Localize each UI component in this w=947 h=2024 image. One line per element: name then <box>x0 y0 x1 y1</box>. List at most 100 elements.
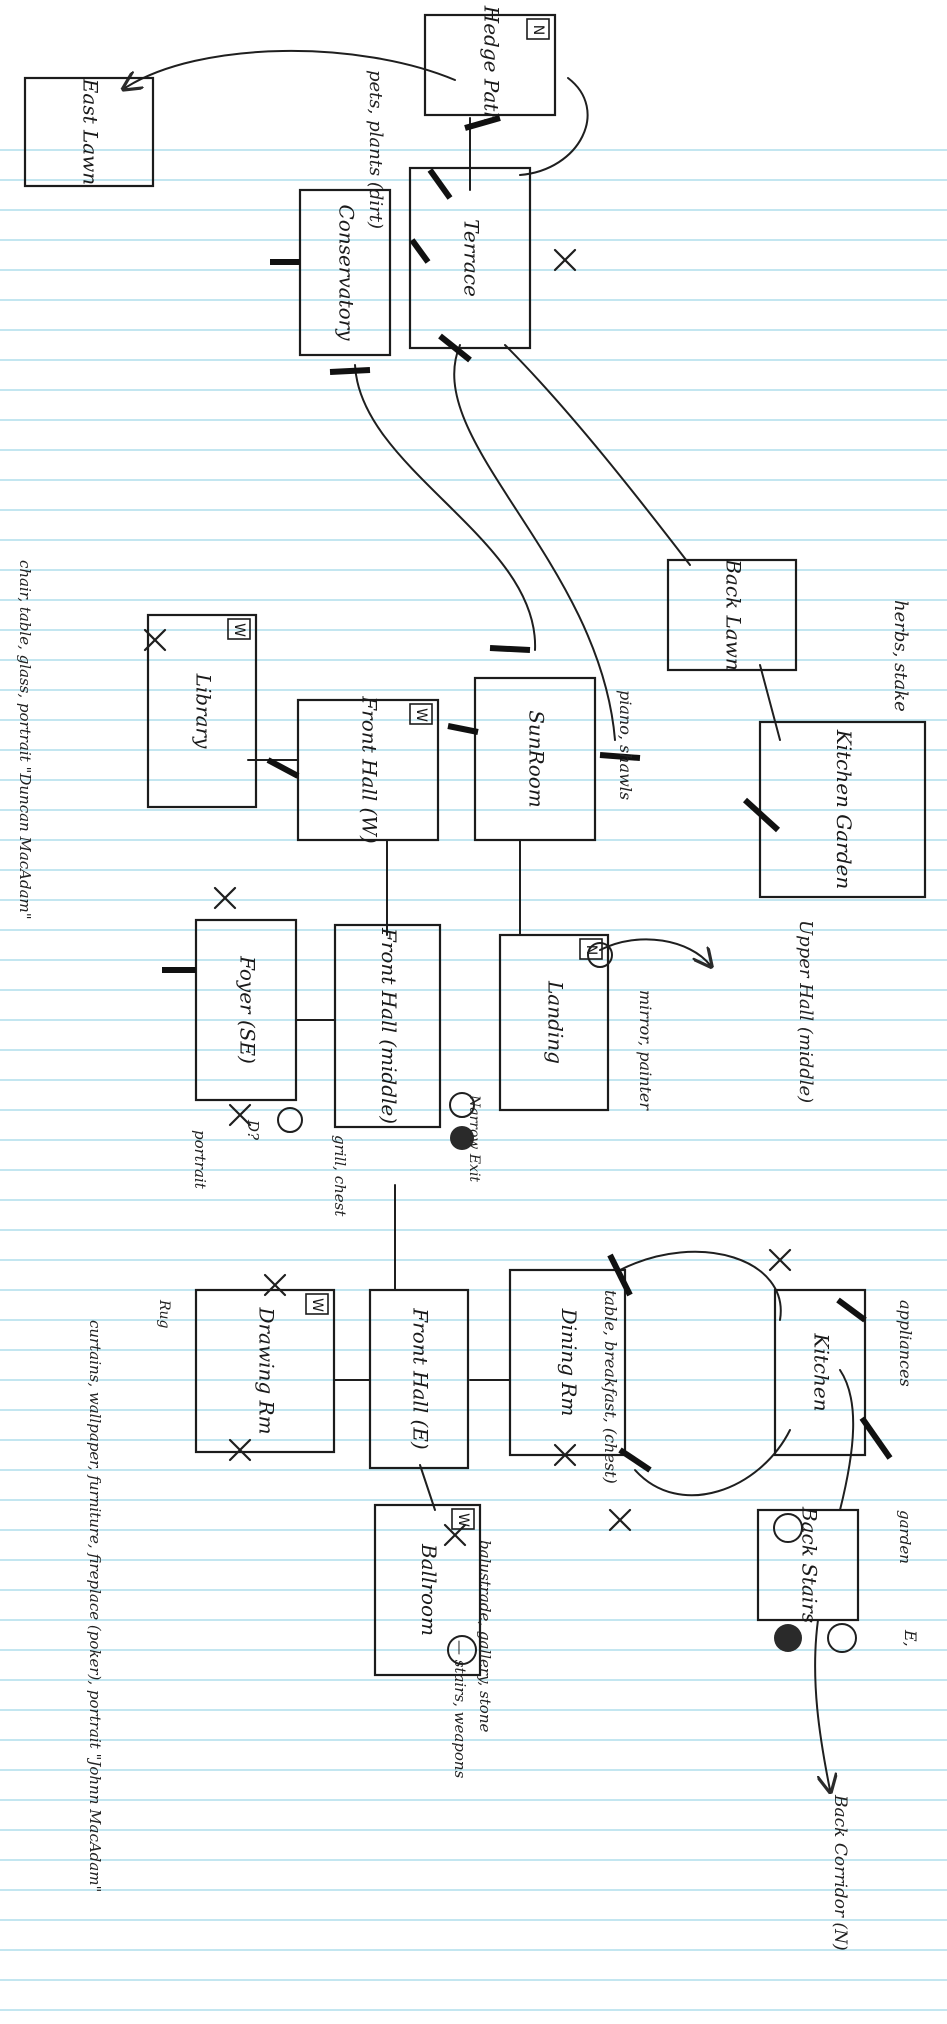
note-dining-notes: table, breakfast, (chest) <box>601 1290 620 1484</box>
room-box <box>194 1288 336 1454</box>
door-circle-landing <box>587 942 613 968</box>
door-mark <box>266 757 300 779</box>
room-box <box>23 76 155 188</box>
room-marker: W <box>413 708 429 722</box>
filled-circle <box>774 1624 802 1652</box>
x-mark <box>228 1103 252 1127</box>
door-mark <box>836 1297 867 1323</box>
room-sunroom: SunRoom <box>473 676 597 842</box>
x-mark <box>143 628 167 652</box>
note-stairs-letter: E, <box>901 1629 920 1647</box>
room-hedge-path: Hedge Path N <box>423 5 557 124</box>
door-marks <box>162 115 893 1473</box>
door-circle-ballroom <box>447 1635 477 1665</box>
room-back-lawn: Back Lawn <box>666 558 798 672</box>
room-box <box>423 13 557 117</box>
room-label: Kitchen Garden <box>832 729 856 890</box>
room-label: Drawing Rm <box>255 1306 279 1434</box>
note-rug: Rug <box>156 1299 172 1329</box>
room-kitchen-garden: Kitchen Garden <box>758 720 927 899</box>
x-mark <box>608 1508 632 1532</box>
room-marker-box <box>227 618 251 640</box>
note-pets: pets, plants (dirt) <box>365 70 386 229</box>
note-middle-note: grill, chest <box>331 1135 349 1217</box>
note-herbs: herbs, stake <box>890 600 911 712</box>
door-mark <box>464 115 501 131</box>
note-door-note: Narrow Exit <box>466 1094 482 1182</box>
room-foyer: Foyer (SE) <box>194 918 298 1102</box>
room-label: Front Hall (E) <box>409 1307 433 1449</box>
room-label: Conservatory <box>335 204 359 341</box>
room-front-hall-e: Front Hall (E) <box>368 1288 470 1470</box>
filled-circle <box>450 1126 474 1150</box>
room-label: Front Hall (middle) <box>377 927 401 1124</box>
edge-terrace-backlawn <box>504 344 691 566</box>
note-mirror: mirror, painter <box>636 990 655 1111</box>
door-circle-foyer <box>277 1107 303 1133</box>
edge-fronte-ballroom <box>419 1464 436 1511</box>
edge-conservatory-sunroom <box>354 364 537 651</box>
door-circle-kitchen <box>773 1513 803 1543</box>
note-ballroom-notes2: — stairs, weapons <box>451 1640 469 1779</box>
note-ballroom-notes: balustrade, gallery, stone <box>476 1540 494 1732</box>
x-mark <box>768 1248 792 1272</box>
room-box <box>373 1503 482 1677</box>
room-label: Front Hall (W) <box>358 695 382 843</box>
room-box <box>408 166 532 350</box>
room-marker: W <box>309 1298 325 1312</box>
room-box <box>773 1288 867 1457</box>
door-mark <box>742 797 781 833</box>
room-back-stairs: Back Stairs <box>756 1506 860 1623</box>
room-marker-box <box>451 1508 475 1530</box>
room-box <box>368 1288 470 1470</box>
edge-backlawn-kitchengarden <box>759 664 781 741</box>
room-label: Kitchen <box>810 1332 834 1411</box>
x-mark <box>553 1443 577 1467</box>
x-mark <box>263 1273 287 1297</box>
room-ballroom: Ballroom W <box>373 1503 482 1677</box>
door-mark <box>329 367 371 375</box>
note-piano: piano, shawls <box>616 690 635 800</box>
room-marker: N <box>530 25 546 35</box>
room-box <box>296 698 440 842</box>
room-marker: N <box>583 945 599 955</box>
door-circle-narrow <box>449 1092 475 1118</box>
connections <box>125 49 855 1790</box>
room-label: Foyer (SE) <box>236 955 260 1064</box>
x-mark <box>213 886 237 910</box>
x-mark <box>553 248 577 272</box>
note-foyer-q: D? <box>244 1119 262 1141</box>
room-label: Ballroom <box>417 1543 441 1636</box>
room-label: Terrace <box>460 219 484 297</box>
room-front-hall-middle: Front Hall (middle) <box>333 923 442 1129</box>
room-label: SunRoom <box>525 710 549 808</box>
edge-kitchen-backstairs <box>839 1369 855 1511</box>
room-box <box>146 613 258 809</box>
note-stairs-note: garden <box>896 1510 914 1564</box>
door-mark <box>618 1447 652 1473</box>
room-box <box>756 1508 860 1622</box>
room-box <box>333 923 442 1129</box>
room-marker-box <box>526 18 550 40</box>
room-label: Hedge Path <box>480 5 504 124</box>
circle-markers <box>277 942 857 1665</box>
room-drawing-rm: Drawing Rm W <box>194 1288 336 1454</box>
room-box <box>758 720 927 899</box>
room-box <box>498 933 610 1112</box>
edge-dining-kitchen <box>619 1250 782 1321</box>
x-mark <box>228 1438 252 1462</box>
edge-hedge-eastlawn <box>125 49 456 88</box>
room-marker: W <box>455 1513 471 1527</box>
room-label: East Lawn <box>79 78 103 185</box>
door-mark <box>607 1253 633 1297</box>
room-kitchen: Kitchen <box>773 1288 867 1457</box>
door-mark <box>438 333 472 363</box>
room-front-hall-w: Front Hall (W) W <box>296 695 440 844</box>
door-mark <box>599 752 641 761</box>
room-east-lawn: East Lawn <box>23 76 155 188</box>
room-label: Library <box>192 673 216 750</box>
door-mark <box>427 168 453 200</box>
room-terrace: Terrace <box>408 166 532 350</box>
